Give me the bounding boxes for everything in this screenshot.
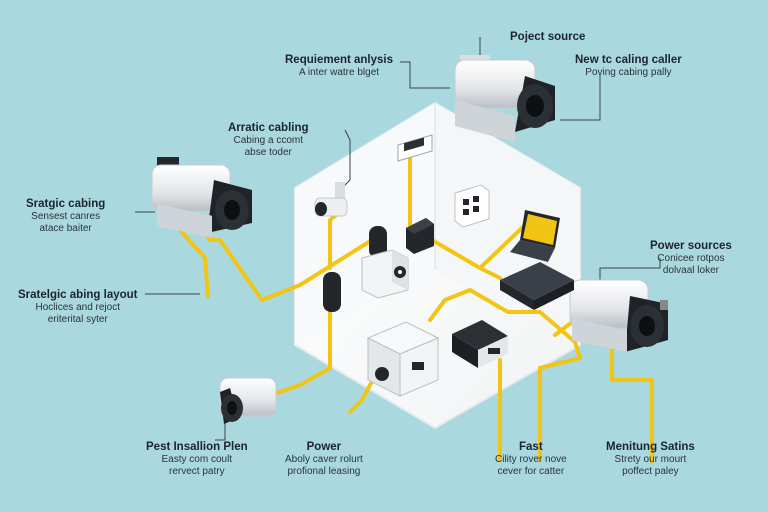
wall-panel xyxy=(397,134,433,162)
label-sub: Poving cabing pally xyxy=(585,67,672,78)
label-title: Arratic cabling xyxy=(228,122,309,134)
label-sub: Cabing a ccomt xyxy=(233,135,303,146)
label-title: Pest Insallion Plen xyxy=(146,441,248,453)
label-power: Power Aboly caver rolurt profional leasi… xyxy=(285,440,363,478)
label-title: Power xyxy=(306,441,342,453)
label-stratgic-layout: Sratelgic abing layout Hoclices and rejo… xyxy=(18,288,138,326)
mini-camera[interactable] xyxy=(314,182,348,217)
label-title: New tc caling caller xyxy=(575,54,682,66)
label-fast: Fast Cility rover nove cever for catter xyxy=(495,440,567,478)
label-title: Requiement anlysis xyxy=(285,54,394,66)
label-title: Poject source xyxy=(510,31,586,43)
label-sub: Sensest canres xyxy=(31,211,101,222)
network-box xyxy=(406,218,434,254)
label-monitoring: Menitung Satins Strety our mourt poffect… xyxy=(606,440,695,478)
label-requirement-analysis: Requiement anlysis A inter watre blget xyxy=(285,53,393,79)
label-title: Menitung Satins xyxy=(606,441,695,453)
label-title: Fast xyxy=(519,441,543,453)
control-unit xyxy=(366,321,440,397)
cylinder-device-1 xyxy=(369,226,387,258)
label-project-source: Poject source xyxy=(510,30,585,44)
label-power-sources: Power sources Conicee rotpos dolvaal lok… xyxy=(650,239,732,277)
label-sub2: eriterital syter xyxy=(47,314,108,325)
label-title: Sratgic cabing xyxy=(26,198,106,210)
label-sub: Aboly caver rolurt xyxy=(285,454,363,465)
nvr-recorder xyxy=(500,262,574,310)
security-camera-small[interactable] xyxy=(219,377,277,424)
label-sub2: dolvaal loker xyxy=(662,265,719,276)
security-camera-left[interactable] xyxy=(151,157,252,238)
speaker-box xyxy=(361,249,409,299)
connector-box xyxy=(452,320,508,368)
label-sub: A inter watre blget xyxy=(298,67,380,78)
label-title: Power sources xyxy=(650,240,732,252)
laptop[interactable] xyxy=(510,210,560,262)
cylinder-device-2 xyxy=(323,272,341,312)
label-post-install: Pest Insallion Plen Easty com coult rerv… xyxy=(146,440,248,478)
label-sub: Easty com coult xyxy=(161,454,233,465)
label-title: Sratelgic abing layout xyxy=(18,289,138,301)
label-sub: Strety our mourt xyxy=(614,454,687,465)
label-sub: Hoclices and rejoct xyxy=(35,302,120,313)
label-sub2: profional leasing xyxy=(287,466,361,477)
label-sub: Conicee rotpos xyxy=(657,253,725,264)
security-camera-right[interactable] xyxy=(569,279,668,353)
label-sub2: poffect paley xyxy=(622,466,679,477)
wall-socket xyxy=(454,184,490,228)
label-stratgic-cabing: Sratgic cabing Sensest canres atace bait… xyxy=(26,197,105,235)
label-sub2: cever for catter xyxy=(497,466,565,477)
security-camera-top[interactable] xyxy=(454,55,555,143)
label-new-cabling: New tc caling caller Poving cabing pally xyxy=(575,53,682,79)
label-sub2: rervect patry xyxy=(169,466,225,477)
label-arratic-cabling: Arratic cabling Cabing a ccomt abse tode… xyxy=(228,121,309,159)
label-sub2: atace baiter xyxy=(39,223,92,234)
label-sub2: abse toder xyxy=(244,147,292,158)
label-sub: Cility rover nove xyxy=(495,454,567,465)
